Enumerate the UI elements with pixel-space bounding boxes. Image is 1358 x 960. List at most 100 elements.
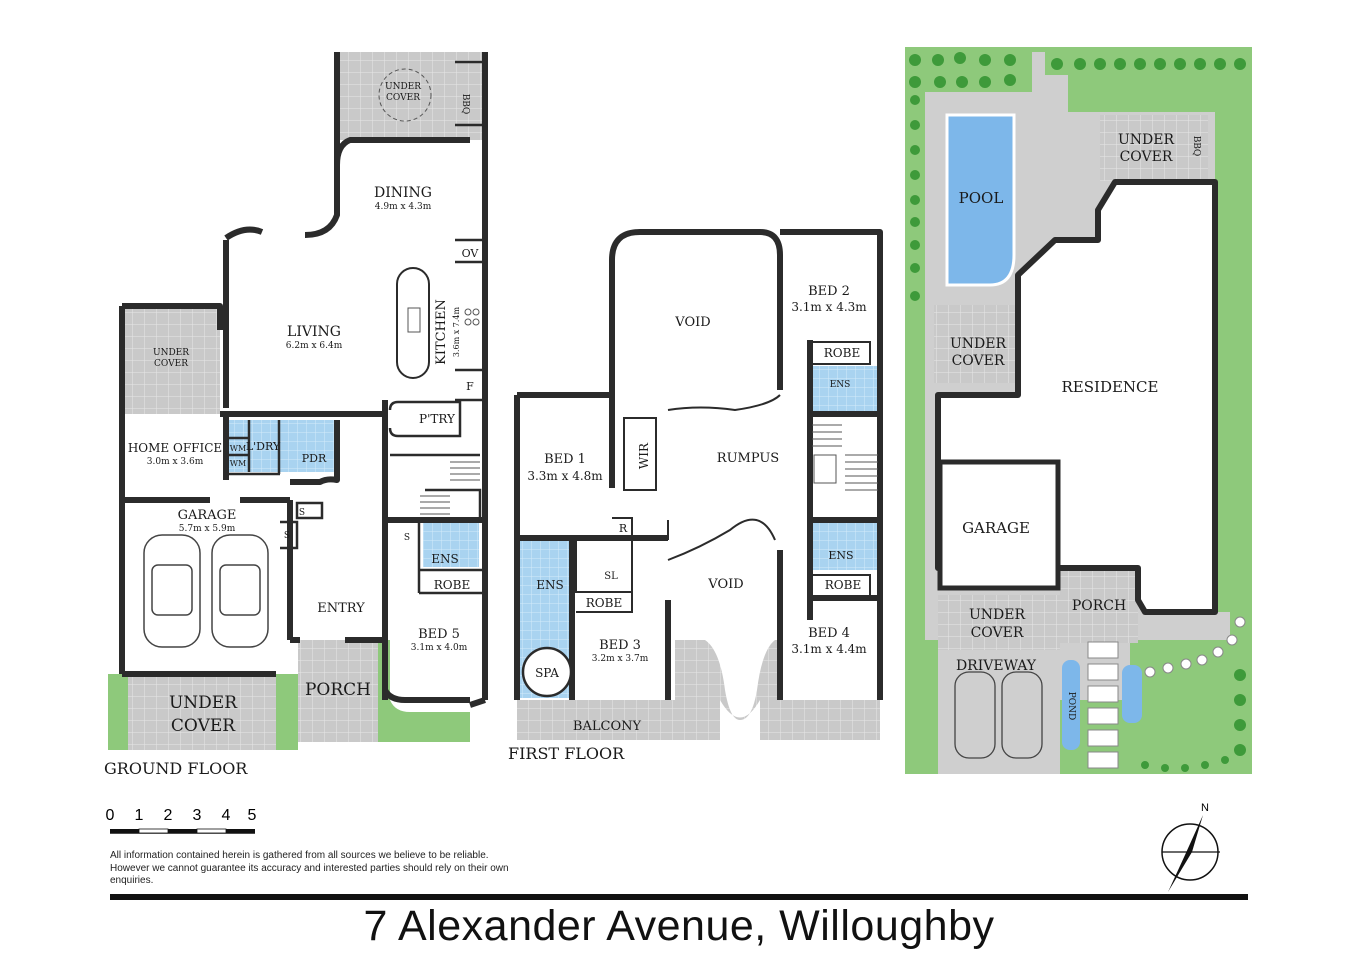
label-robe-2: ROBE xyxy=(824,346,860,360)
garden-strip-left xyxy=(108,674,128,750)
label-pond: POND xyxy=(1066,692,1076,721)
label-residence: RESIDENCE xyxy=(1062,378,1159,396)
pool xyxy=(945,113,1016,287)
label-site-under-cover-c-1: UNDER xyxy=(969,607,1025,623)
stepping-stones xyxy=(1144,616,1246,678)
scale-label-2: 2 xyxy=(164,807,173,824)
label-kitchen: KITCHEN xyxy=(434,299,449,365)
label-laundry: L'DRY xyxy=(246,440,281,453)
label-dining: DINING xyxy=(374,185,432,201)
label-first-floor: FIRST FLOOR xyxy=(508,744,625,763)
label-wir: WIR xyxy=(637,442,651,469)
site-lawn-top-right xyxy=(1068,82,1252,112)
label-robe-4: ROBE xyxy=(825,578,861,592)
label-under-cover-front-1: UNDER xyxy=(169,693,238,713)
north-arrow-icon: N xyxy=(1161,802,1220,892)
label-garage-dim: 5.7m x 5.9m xyxy=(179,524,236,534)
scale-bar: 0 1 2 3 4 5 xyxy=(106,807,257,834)
scale-label-0: 0 xyxy=(106,807,115,824)
label-ensuite-4: ENS xyxy=(828,549,853,562)
sink-icon xyxy=(407,307,421,333)
ground-floor-plan: UNDER COVER BBQ DINING 4.9m x 4.3m OV LI… xyxy=(104,52,488,778)
stairs-first xyxy=(812,424,878,491)
first-floor-plan: VOID BED 2 3.1m x 4.3m ROBE ENS BED 1 3.… xyxy=(508,229,883,763)
label-site-under-cover-a-1: UNDER xyxy=(1118,132,1174,148)
car-icon-right xyxy=(211,534,269,648)
label-bed-2-dim: 3.1m x 4.3m xyxy=(791,300,867,314)
porch-area xyxy=(298,640,378,742)
label-wm-1: WM xyxy=(230,444,246,453)
label-living-dim: 6.2m x 6.4m xyxy=(286,341,343,351)
label-bed-4-dim: 3.1m x 4.4m xyxy=(791,642,867,656)
label-shower-sl: SL xyxy=(604,571,618,582)
kitchen-island xyxy=(396,267,430,379)
label-robe-1: ROBE xyxy=(586,596,622,610)
site-plan: POOL UNDER COVER BBQ UNDER COVER RESIDEN… xyxy=(905,47,1252,774)
label-bed-5-dim: 3.1m x 4.0m xyxy=(411,643,468,653)
label-rumpus: RUMPUS xyxy=(717,451,779,466)
label-storage-1: S xyxy=(299,508,305,518)
site-porch-area xyxy=(1060,568,1138,643)
label-bed-1: BED 1 xyxy=(544,452,586,467)
label-storage-2: S xyxy=(284,531,290,541)
label-ensuite-2: ENS xyxy=(830,380,851,390)
label-porch-ground: PORCH xyxy=(305,680,371,700)
cooktop-icon xyxy=(464,308,480,326)
label-ground-floor: GROUND FLOOR xyxy=(104,759,248,778)
label-home-office: HOME OFFICE xyxy=(128,441,222,455)
label-site-under-cover-c-2: COVER xyxy=(971,625,1024,641)
label-balcony: BALCONY xyxy=(573,719,642,734)
label-under-cover-side-1: UNDER xyxy=(153,348,189,358)
label-oven: OV xyxy=(462,247,480,260)
label-bed-2: BED 2 xyxy=(808,284,850,299)
label-ensuite-5: ENS xyxy=(431,552,458,566)
balcony-area xyxy=(517,700,677,740)
label-under-cover-top-1: UNDER xyxy=(385,82,421,92)
laundry-wet-area xyxy=(229,420,279,472)
scale-label-4: 4 xyxy=(222,807,231,824)
label-bed-3-dim: 3.2m x 3.7m xyxy=(592,654,649,664)
label-r: R xyxy=(619,522,628,535)
label-site-porch: PORCH xyxy=(1072,598,1126,614)
label-bed-4: BED 4 xyxy=(808,626,850,641)
label-site-under-cover-b-2: COVER xyxy=(952,353,1005,369)
label-bed-1-dim: 3.3m x 4.8m xyxy=(527,469,603,483)
footer-divider xyxy=(110,894,1248,900)
car-icon-left xyxy=(143,534,201,648)
ensuite-4-wet-area xyxy=(810,520,878,570)
powder-wet-area xyxy=(279,420,337,472)
pond-left xyxy=(1062,660,1080,750)
label-wm-2: WM xyxy=(230,459,246,468)
site-under-cover-a xyxy=(1100,115,1208,181)
label-living: LIVING xyxy=(287,324,341,340)
label-driveway: DRIVEWAY xyxy=(956,658,1037,674)
label-entry: ENTRY xyxy=(317,601,365,616)
under-cover-dashed-circle xyxy=(378,68,432,122)
label-site-under-cover-a-2: COVER xyxy=(1120,149,1173,165)
label-dining-dim: 4.9m x 4.3m xyxy=(375,202,432,212)
label-bed-5: BED 5 xyxy=(418,627,460,642)
scale-label-5: 5 xyxy=(248,807,257,824)
ensuite-2-wet-area xyxy=(810,366,878,414)
label-garage-ground: GARAGE xyxy=(178,508,237,523)
garden-bed-porch xyxy=(378,640,470,742)
label-site-bbq: BBQ xyxy=(1191,136,1201,157)
label-site-garage: GARAGE xyxy=(962,519,1030,537)
under-cover-front-area xyxy=(128,674,276,750)
north-label: N xyxy=(1201,802,1209,814)
shrub-icons xyxy=(909,52,1246,772)
label-spa: SPA xyxy=(535,666,559,680)
ensuite-1-wet-area xyxy=(517,538,572,608)
site-under-cover-b xyxy=(934,305,1018,383)
property-address: 7 Alexander Avenue, Willoughby xyxy=(363,902,995,950)
label-pantry: P'TRY xyxy=(419,412,456,426)
label-fridge: F xyxy=(466,380,474,393)
label-bed-3: BED 3 xyxy=(599,638,641,653)
site-under-cover-c xyxy=(938,595,1060,650)
label-robe-5: ROBE xyxy=(434,578,470,592)
label-under-cover-side-2: COVER xyxy=(154,359,188,369)
site-car-icons xyxy=(954,671,1043,759)
spa-tub xyxy=(521,646,573,698)
scale-label-1: 1 xyxy=(135,807,144,824)
